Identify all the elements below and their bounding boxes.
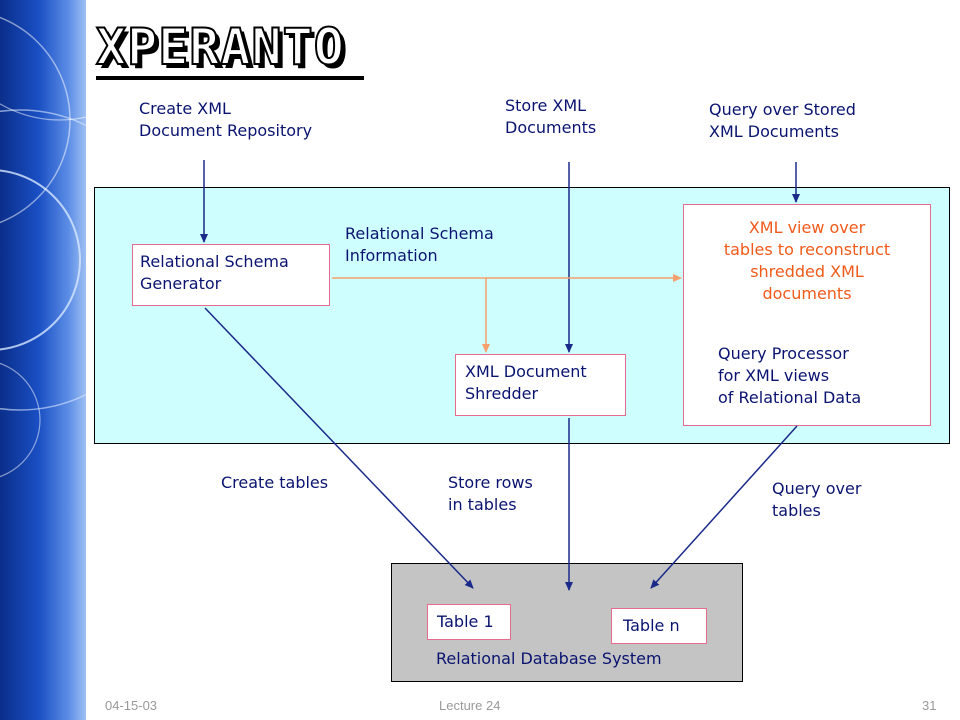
query-processor-text: Query Processor for XML views of Relatio… bbox=[718, 344, 862, 407]
table-n-box: Table n bbox=[611, 608, 707, 644]
label-schema-information: Relational Schema Information bbox=[345, 224, 494, 265]
title-underline bbox=[96, 76, 364, 80]
label-store-documents: Store XML Documents bbox=[505, 96, 597, 137]
label-query-tables: Query over tables bbox=[772, 479, 862, 520]
page-title: XPERANTO bbox=[95, 17, 345, 77]
xml-view-processor-box: XML view over tables to reconstruct shre… bbox=[683, 204, 931, 426]
footer-lecture: Lecture 24 bbox=[439, 698, 501, 713]
relational-schema-generator-box: Relational Schema Generator bbox=[132, 244, 330, 306]
footer-date: 04-15-03 bbox=[105, 698, 158, 713]
label-query-stored: Query over Stored XML Documents bbox=[709, 100, 856, 141]
sidebar-decoration bbox=[0, 0, 86, 720]
label-create-repository: Create XML Document Repository bbox=[139, 99, 313, 140]
footer-page-number: 31 bbox=[922, 698, 937, 713]
xml-document-shredder-box: XML Document Shredder bbox=[455, 354, 626, 416]
table-1-box: Table 1 bbox=[427, 604, 511, 640]
swirl-decoration bbox=[0, 16, 86, 478]
label-create-tables: Create tables bbox=[221, 473, 329, 492]
xml-view-text: XML view over tables to reconstruct shre… bbox=[723, 218, 891, 303]
label-relational-database-system: Relational Database System bbox=[436, 649, 662, 668]
label-store-rows: Store rows in tables bbox=[448, 473, 533, 514]
